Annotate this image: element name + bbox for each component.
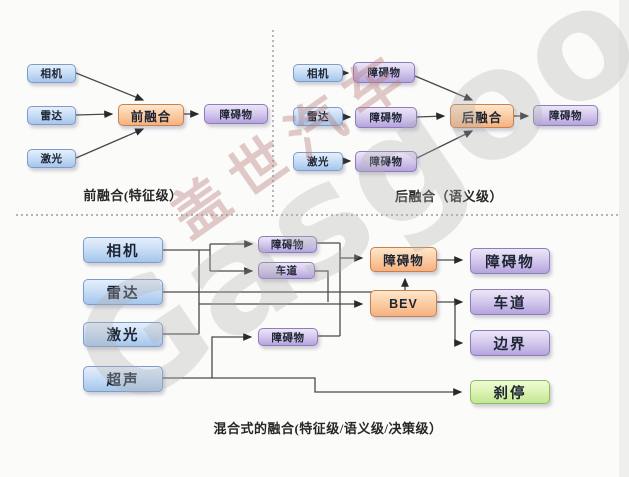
hybrid-lidar-obstacle-node: 障碍物 [258, 328, 318, 346]
hybrid-camera-node: 相机 [83, 237, 163, 263]
hybrid-ultrasonic-node: 超声 [83, 366, 163, 392]
post-fusion-lidar-obstacle-node: 障碍物 [355, 151, 417, 172]
hybrid-obstacle-output-node: 障碍物 [470, 248, 550, 274]
post-fusion-camera-node: 相机 [293, 64, 343, 82]
post-fusion-caption: 后融合（语义级） [394, 189, 503, 204]
post-fusion-lidar-node: 激光 [293, 152, 343, 171]
post-fusion-camera-obstacle-node: 障碍物 [353, 62, 415, 83]
pre-fusion-camera-node: 相机 [27, 64, 76, 83]
hybrid-bev-node: BEV [370, 290, 437, 317]
post-fusion-obstacle-node: 障碍物 [533, 105, 598, 126]
post-fusion-wires [340, 69, 530, 165]
pre-fusion-fusion-node: 前融合 [118, 104, 184, 126]
hybrid-fusion-caption: 混合式的融合(特征级/语义级/决策级） [213, 421, 443, 436]
hybrid-radar-node: 雷达 [83, 279, 163, 305]
section-dividers [16, 30, 621, 216]
pre-fusion-wires [75, 72, 200, 159]
hybrid-fusion-wires [163, 240, 464, 396]
pre-fusion-radar-node: 雷达 [27, 106, 76, 125]
pre-fusion-lidar-node: 激光 [27, 149, 76, 168]
post-fusion-radar-obstacle-node: 障碍物 [355, 107, 417, 128]
hybrid-boundary-output-node: 边界 [470, 330, 550, 356]
pre-fusion-caption: 前融合(特征级） [83, 188, 183, 203]
post-fusion-fusion-node: 后融合 [450, 104, 514, 128]
hybrid-camera-obstacle-node: 障碍物 [258, 236, 317, 253]
hybrid-lane-output-node: 车道 [470, 289, 550, 315]
right-edge-band [619, 0, 629, 477]
hybrid-camera-lane-node: 车道 [258, 262, 315, 279]
pre-fusion-obstacle-node: 障碍物 [204, 104, 268, 124]
post-fusion-radar-node: 雷达 [293, 107, 343, 126]
hybrid-brake-output-node: 刹停 [470, 380, 550, 404]
hybrid-lidar-node: 激光 [83, 322, 163, 347]
hybrid-fused-obstacle-node: 障碍物 [370, 247, 437, 272]
